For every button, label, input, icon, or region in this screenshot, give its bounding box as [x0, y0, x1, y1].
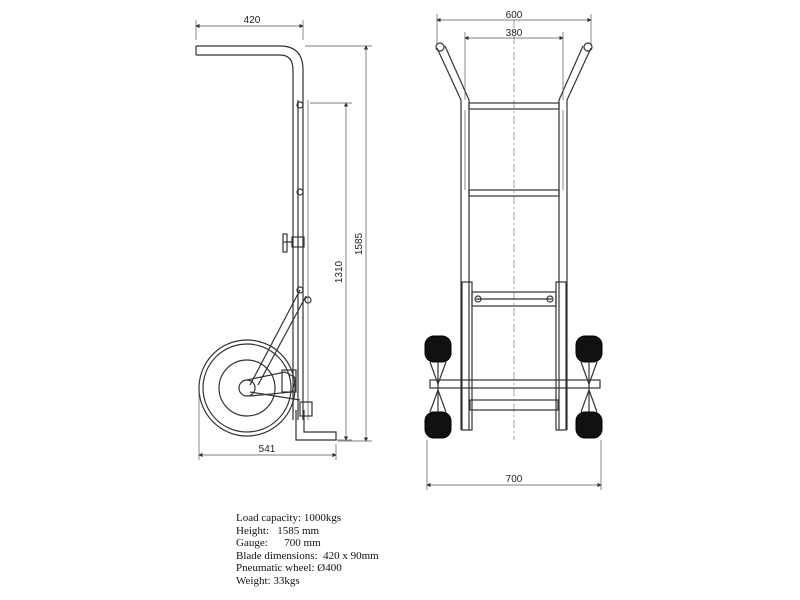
spec-list: Load capacity: 1000kgs Height: 1585 mm G…	[236, 512, 379, 588]
side-view: 420 1310 1585 541	[195, 15, 372, 460]
front-view: 600 380 700	[424, 10, 603, 490]
bolt-icon	[296, 101, 304, 109]
front-handle-right	[566, 47, 592, 430]
spec-weight: Weight: 33kgs	[236, 574, 300, 587]
side-wheel	[198, 339, 296, 437]
dim-front-top: 600	[506, 10, 523, 21]
side-handle	[196, 45, 304, 420]
axle	[429, 379, 601, 389]
cross-bar	[468, 102, 560, 110]
dim-side-total-height: 1585	[354, 232, 365, 255]
spec-pneumatic-wheel: Pneumatic wheel: Ø400	[236, 562, 342, 575]
dim-side-inner-height: 1310	[334, 260, 345, 283]
bolt-icon	[296, 286, 304, 294]
front-handle-left	[436, 47, 462, 430]
front-wheel-right-top	[575, 335, 603, 363]
bolt-icon	[304, 296, 312, 304]
dim-side-base: 541	[259, 444, 276, 455]
front-wheel-left-bottom	[424, 411, 452, 439]
bolt-icon	[296, 188, 304, 196]
dim-side-top: 420	[244, 15, 261, 26]
spec-gauge: Gauge: 700 mm	[236, 537, 321, 550]
front-wheel-left-top	[424, 335, 452, 363]
spec-load-capacity: Load capacity: 1000kgs	[236, 512, 342, 524]
front-wheel-right-bottom	[575, 411, 603, 439]
dim-front-inner: 380	[506, 28, 523, 39]
dim-front-base: 700	[506, 474, 523, 485]
wheel-strut	[249, 289, 301, 386]
spec-height: Height: 1585 mm	[236, 524, 320, 537]
cross-bar	[468, 189, 560, 197]
toe-plate	[295, 410, 337, 441]
spec-blade-dimensions: Blade dimensions: 420 x 90mm	[236, 549, 379, 562]
